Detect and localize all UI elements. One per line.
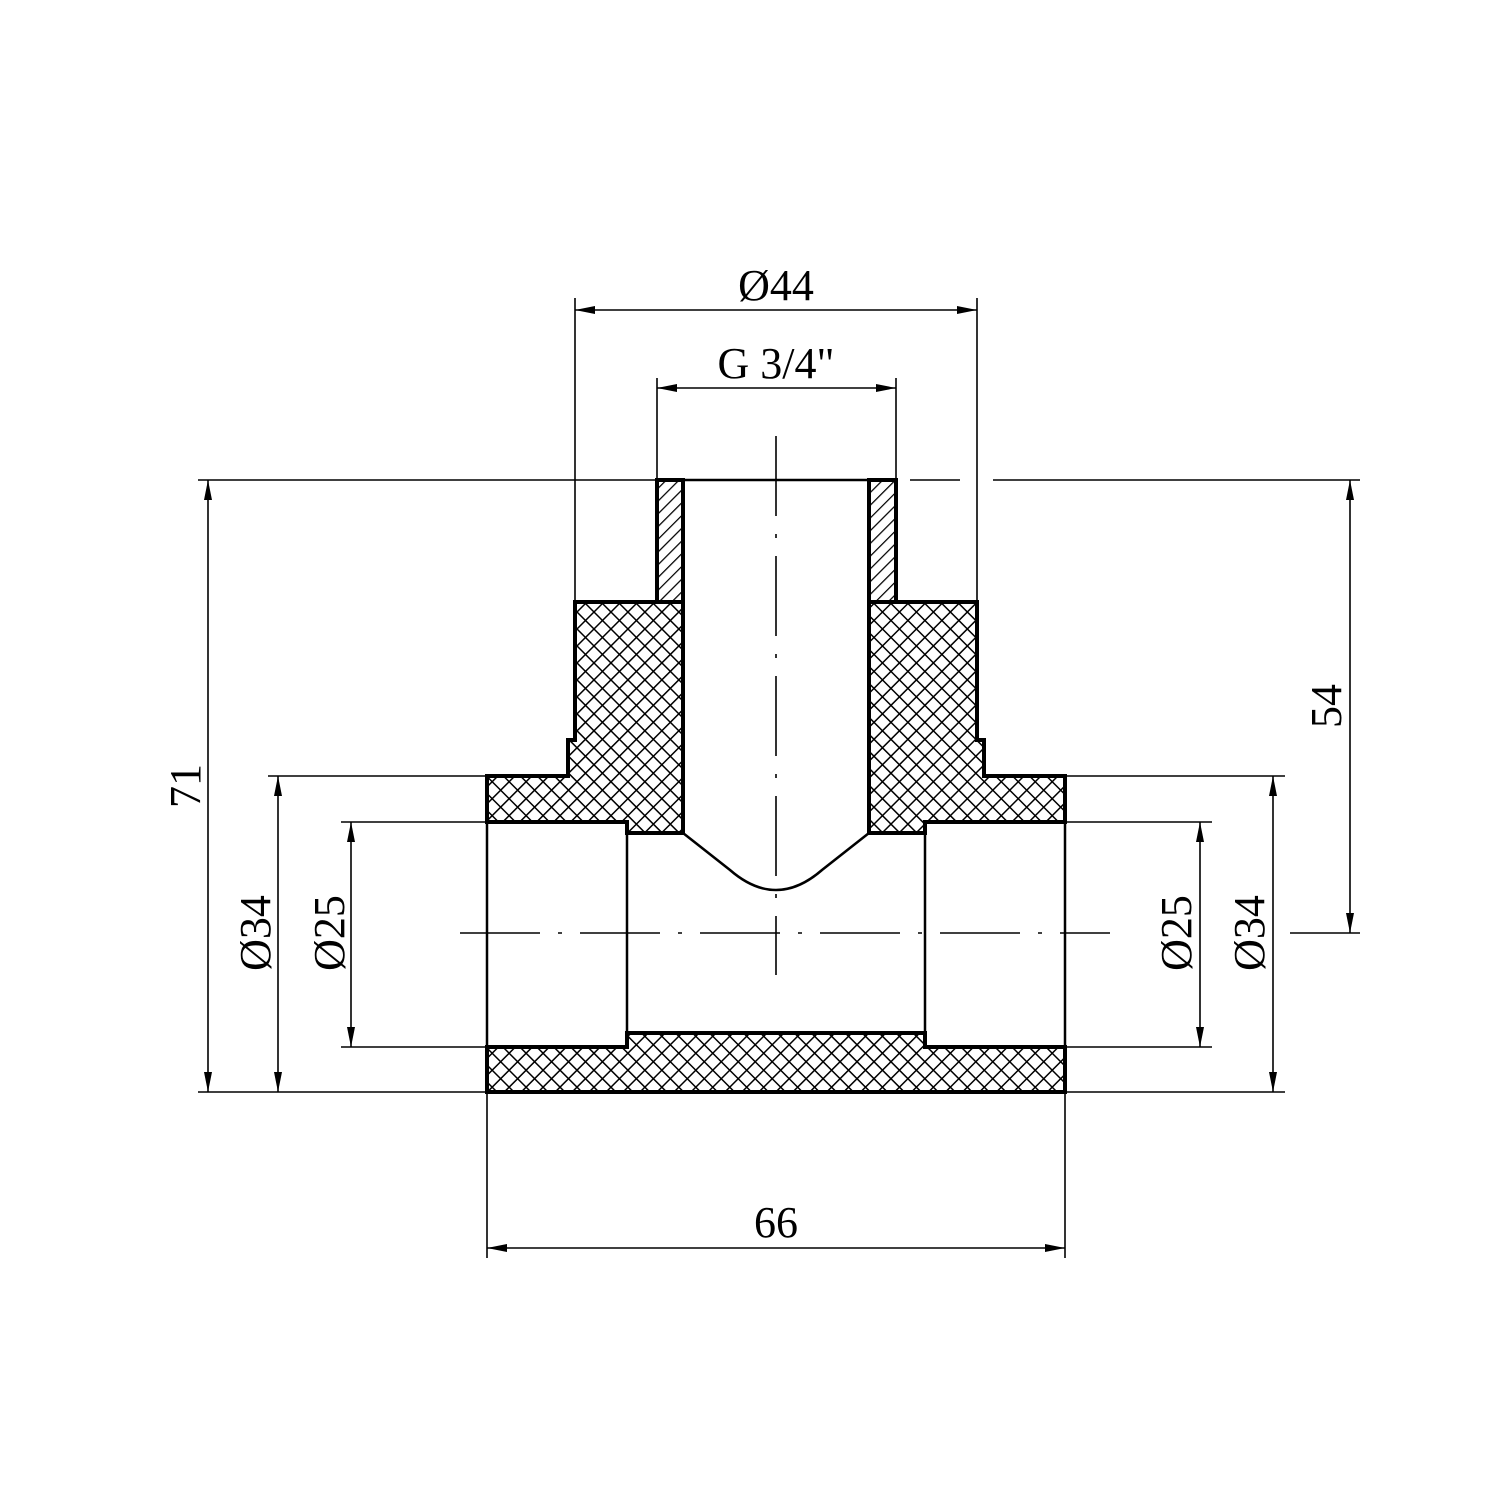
dim-thread: G 3/4" (718, 339, 835, 388)
dim-total-height: 71 (161, 764, 210, 808)
bore-outlines (485, 478, 1067, 1047)
dim-top-outer-diameter: Ø44 (738, 261, 814, 310)
dim-total-length: 66 (754, 1198, 798, 1247)
dimension-lines (204, 306, 1354, 1252)
dim-right-inner-diameter: Ø25 (1152, 895, 1201, 971)
right-thread-section (867, 478, 898, 604)
dim-left-inner-diameter: Ø25 (305, 895, 354, 971)
left-thread-section (655, 478, 685, 604)
dim-branch-height: 54 (1302, 684, 1351, 728)
dim-left-outer-diameter: Ø34 (231, 895, 280, 971)
right-upper-wall-section (867, 600, 1067, 835)
bottom-wall-section (485, 1031, 1067, 1094)
dim-right-outer-diameter: Ø34 (1225, 895, 1274, 971)
left-upper-wall-section (485, 600, 685, 835)
extension-lines (198, 298, 1360, 1258)
